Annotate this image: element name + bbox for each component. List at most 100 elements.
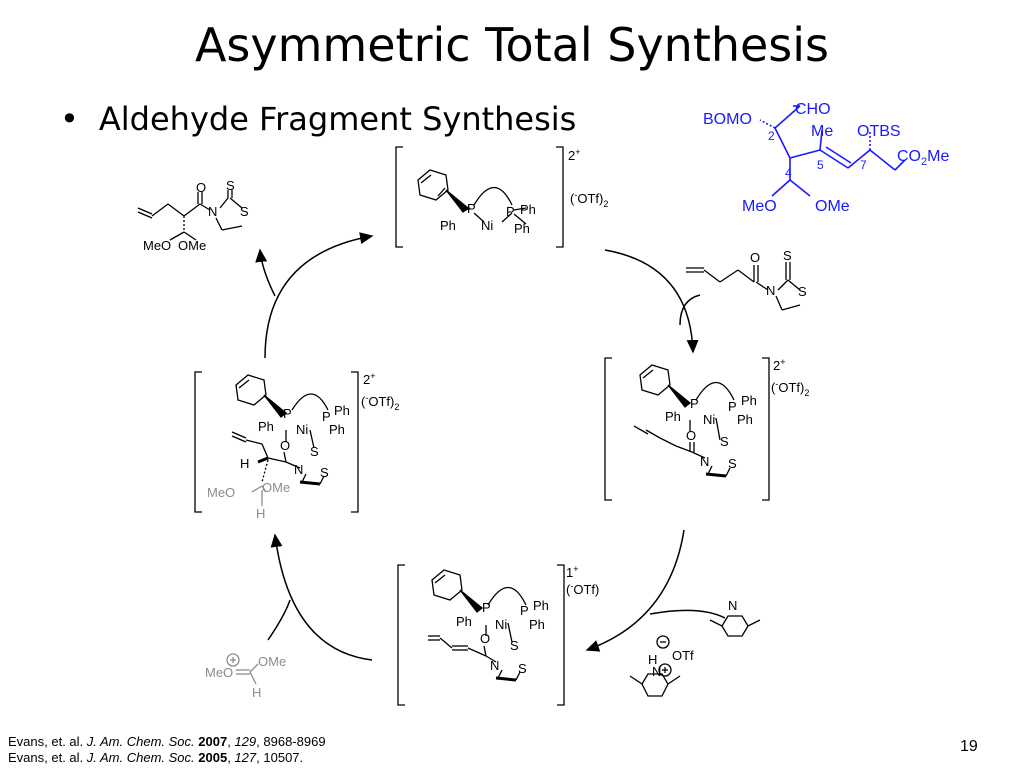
left-grey-h: H: [256, 506, 265, 521]
complex-left-counterion: (-OTf)2: [361, 393, 399, 412]
atom-P1: P: [283, 406, 292, 421]
oxocarbenium-ome: OMe: [258, 654, 286, 669]
atom-S-ring: S: [728, 456, 737, 471]
triflate-label: OTf: [672, 648, 694, 663]
complex-left: P P Ni Ph Ph Ph O S N S H 2+ (-OTf)2 MeO…: [194, 371, 399, 521]
page-number: 19: [960, 738, 978, 755]
complex-bottom-counterion: (-OTf): [566, 581, 599, 597]
atom-P2: P: [728, 399, 737, 414]
reference-1: Evans, et. al. J. Am. Chem. Soc. 2007, 1…: [8, 734, 326, 749]
phenyl-ring: [417, 169, 449, 201]
complex-bottom-charge: 1+: [566, 564, 579, 580]
bracket-left: [604, 357, 612, 501]
arrow-bottom-to-left: [270, 533, 373, 661]
lutidinium-N: N: [652, 664, 661, 679]
product-structure: O S N S MeO OMe: [137, 178, 249, 253]
arrow-substrate-join: [679, 294, 701, 326]
bracket-right: [556, 146, 564, 248]
target-meo-label: MeO: [742, 198, 777, 215]
atom-Ph2: Ph: [520, 202, 536, 217]
complex-top-charge: 2+: [568, 147, 581, 163]
arrow-lutidine-join: [649, 609, 726, 619]
arrow-left-to-top: [264, 232, 374, 359]
atom-S-thione: S: [510, 638, 519, 653]
substrate-atom-S-ring: S: [798, 284, 807, 299]
target-co2me-label: CO2Me: [897, 148, 949, 168]
arrow-oxocarbenium-join: [267, 599, 291, 641]
arrow-product-release: [255, 248, 276, 297]
complex-right: P P Ni Ph Ph Ph O S N S 2+ (-OTf)2: [604, 357, 809, 501]
atom-Ph2: Ph: [741, 393, 757, 408]
atom-N: N: [700, 454, 709, 469]
target-c2-number: 2: [768, 129, 775, 143]
bracket-left: [397, 564, 405, 706]
product-atom-O: O: [196, 180, 206, 195]
atom-P1: P: [482, 600, 491, 615]
atom-S-thione: S: [310, 444, 319, 459]
product-atom-S-thione: S: [226, 178, 235, 193]
product-meo: MeO: [143, 238, 171, 253]
atom-Ph3: Ph: [329, 422, 345, 437]
bullet-item: •Aldehyde Fragment Synthesis: [60, 100, 576, 138]
atom-Ni: Ni: [703, 412, 715, 427]
atom-Ph1: Ph: [440, 218, 456, 233]
atom-S-ring: S: [518, 661, 527, 676]
atom-Ni: Ni: [495, 617, 507, 632]
substrate-atom-S-thione: S: [783, 248, 792, 263]
atom-N: N: [490, 658, 499, 673]
references: Evans, et. al. J. Am. Chem. Soc. 2007, 1…: [8, 734, 326, 766]
slide-title: Asymmetric Total Synthesis: [194, 18, 830, 72]
target-cho-label: CHO: [795, 101, 831, 118]
lutidinium-triflate-structure: H N OTf: [629, 635, 694, 697]
complex-bottom: P P Ni Ph Ph Ph O S N S 1+ (-OTf): [397, 564, 599, 706]
bracket-left: [395, 146, 403, 248]
atom-S-thione: S: [720, 434, 729, 449]
oxocarbenium-h: H: [252, 685, 261, 700]
bracket-right: [557, 564, 565, 706]
atom-Ph3: Ph: [737, 412, 753, 427]
arrow-right-to-bottom: [585, 529, 685, 652]
lutidine-atom-N: N: [728, 598, 737, 613]
oxocarbenium-meo: MeO: [205, 665, 233, 680]
atom-Ph1: Ph: [665, 409, 681, 424]
atom-Ph2: Ph: [533, 598, 549, 613]
bracket-right: [351, 371, 359, 513]
left-grey-ome: OMe: [262, 480, 290, 495]
atom-O: O: [480, 631, 490, 646]
atom-Ni: Ni: [481, 218, 493, 233]
atom-Ph1: Ph: [258, 419, 274, 434]
complex-right-charge: 2+: [773, 357, 786, 373]
product-atom-N: N: [208, 204, 217, 219]
target-me-label: Me: [811, 123, 833, 140]
left-grey-meo: MeO: [207, 485, 235, 500]
atom-Ph3: Ph: [529, 617, 545, 632]
substrate-atom-O: O: [750, 250, 760, 265]
atom-Ph2: Ph: [334, 403, 350, 418]
atom-Ph1: Ph: [456, 614, 472, 629]
atom-Ph3: Ph: [514, 221, 530, 236]
lutidinium-H: H: [648, 652, 657, 667]
target-c7-number: 7: [860, 158, 867, 172]
oxocarbenium-structure: MeO OMe H: [205, 653, 286, 700]
bullet-text: Aldehyde Fragment Synthesis: [98, 100, 577, 138]
substrate-thiazolidinethione: O S N S: [686, 248, 807, 311]
complex-top: P P Ni Ph Ph Ph 2+ (-OTf)2: [395, 146, 608, 248]
substrate-atom-N: N: [766, 283, 775, 298]
complex-top-counterion: (-OTf)2: [570, 190, 608, 209]
atom-P2: P: [322, 409, 331, 424]
complex-right-counterion: (-OTf)2: [771, 379, 809, 398]
target-bomo-label: BOMO: [703, 111, 752, 128]
atom-Ni: Ni: [296, 422, 308, 437]
target-aldehyde-structure: [759, 105, 906, 197]
target-otbs-label: OTBS: [857, 123, 901, 140]
product-atom-S-ring: S: [240, 204, 249, 219]
atom-P1: P: [467, 201, 476, 216]
reference-2: Evans, et. al. J. Am. Chem. Soc. 2005, 1…: [8, 750, 304, 765]
target-c4-number: 4: [785, 166, 792, 180]
atom-P2: P: [520, 603, 529, 618]
atom-O: O: [280, 438, 290, 453]
arrow-top-to-right: [604, 249, 699, 354]
target-c5-number: 5: [817, 158, 824, 172]
atom-S-ring: S: [320, 465, 329, 480]
atom-O: O: [686, 428, 696, 443]
